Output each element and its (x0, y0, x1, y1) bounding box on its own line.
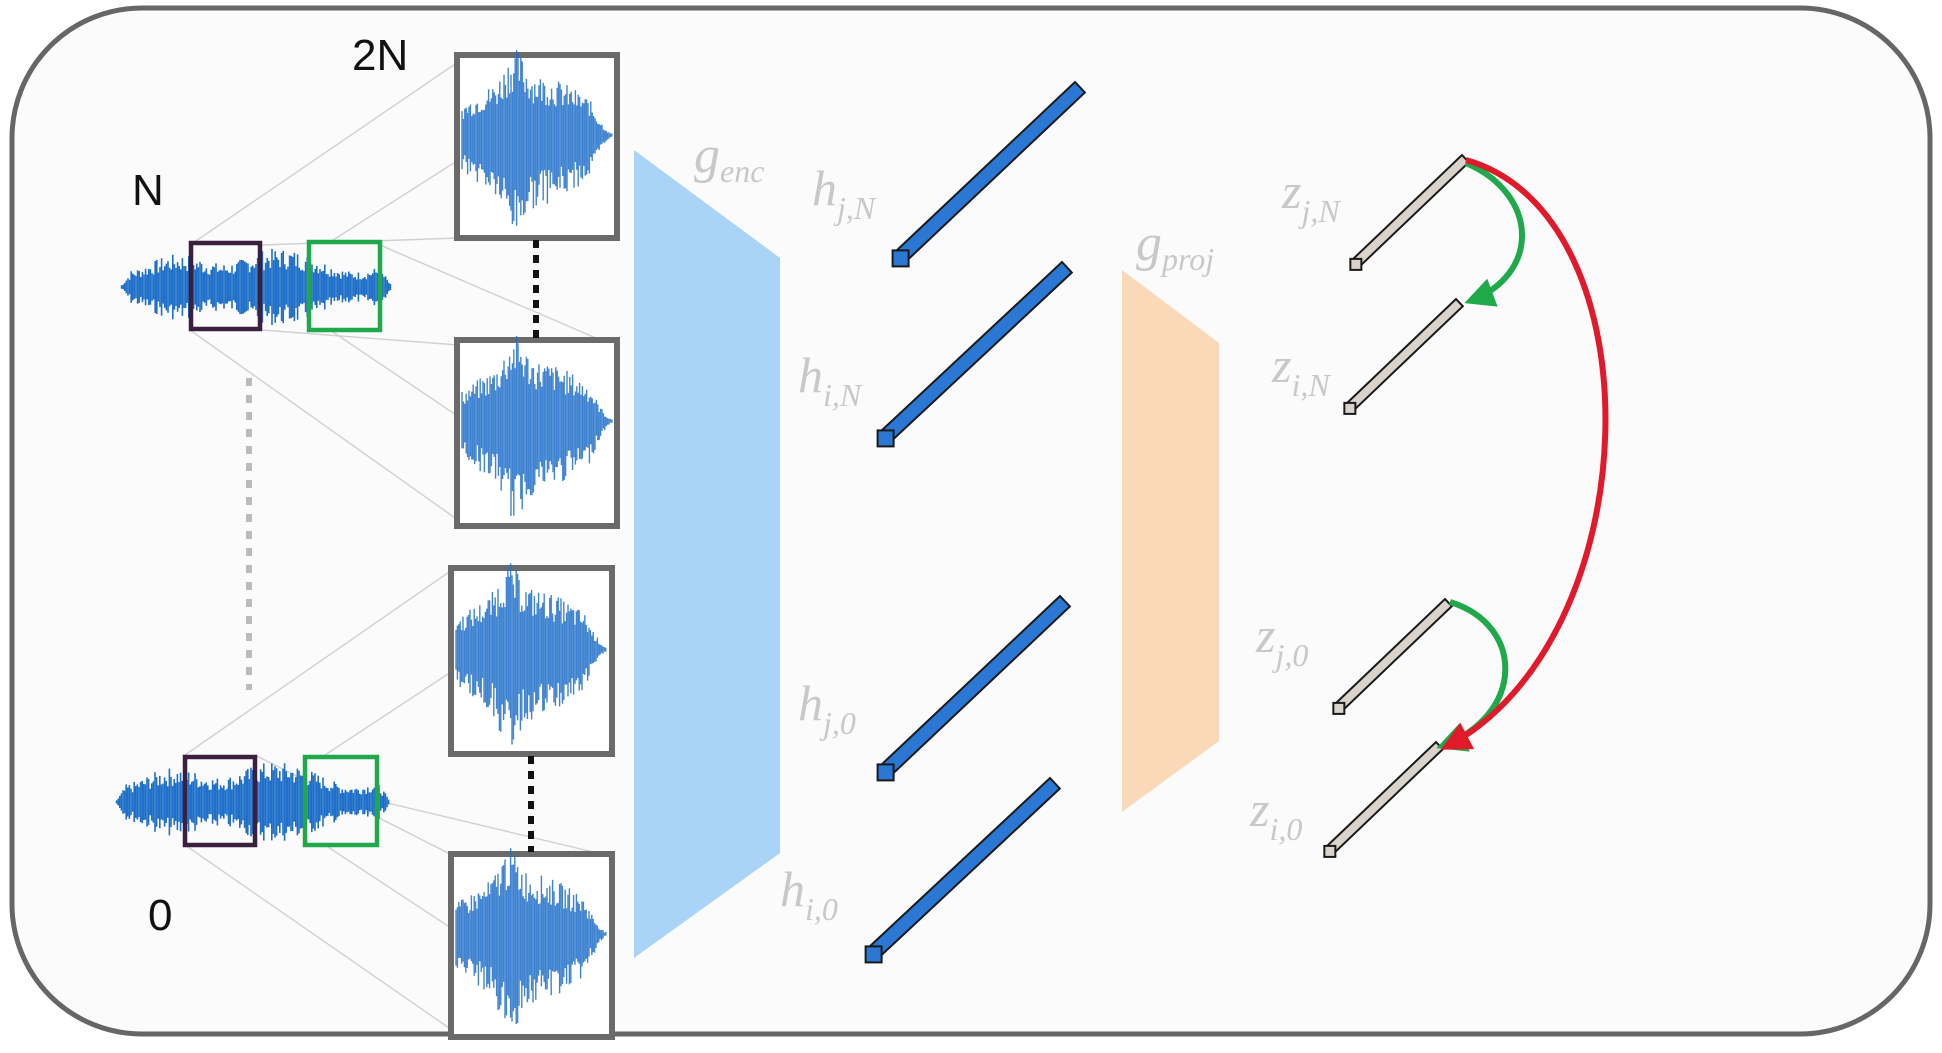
label-z-i0: zi,0 (1249, 781, 1302, 847)
negative-pair-arrow (1440, 157, 1609, 750)
label-z-iN: zi,N (1271, 337, 1331, 403)
label-h-j0: hj,0 (798, 675, 856, 741)
label-h-iN: hi,N (798, 347, 863, 413)
label-h-jN: hj,N (812, 160, 877, 226)
crop-box-anchor-top (188, 240, 263, 332)
label-g-enc: genc (694, 127, 764, 189)
label-zero: 0 (148, 891, 172, 940)
crop-thumbnail-2 (454, 335, 620, 529)
label-z-jN: zj,N (1281, 163, 1341, 229)
label-n: N (132, 166, 164, 215)
encoder-embeddings (864, 80, 1087, 964)
crop-thumbnail-4 (448, 848, 615, 1040)
label-h-i0: hi,0 (780, 861, 838, 927)
embedding-z-iN (1343, 297, 1465, 415)
embedding-h-iN (876, 260, 1074, 448)
positive-pair-arrow-top (1464, 160, 1525, 307)
projector-trapezoid (1122, 270, 1219, 812)
waveform-top (120, 248, 392, 326)
crop-thumbnail-3 (448, 563, 615, 757)
crop-box-positive-bottom (302, 754, 380, 848)
embedding-z-j0 (1332, 597, 1454, 715)
embedding-h-jN (891, 80, 1087, 268)
embedding-h-i0 (864, 776, 1062, 964)
label-z-j0: zj,0 (1255, 607, 1308, 673)
projection-embeddings (1323, 153, 1471, 858)
label-2n: 2N (352, 31, 408, 80)
encoder-trapezoid (634, 150, 780, 958)
crop-box-positive-top (306, 239, 383, 333)
outer-frame (9, 5, 1933, 1037)
label-g-proj: gproj (1136, 215, 1214, 277)
embedding-h-j0 (876, 594, 1072, 782)
crop-box-anchor-bottom (182, 754, 258, 848)
crop-thumbnail-1 (454, 50, 620, 241)
